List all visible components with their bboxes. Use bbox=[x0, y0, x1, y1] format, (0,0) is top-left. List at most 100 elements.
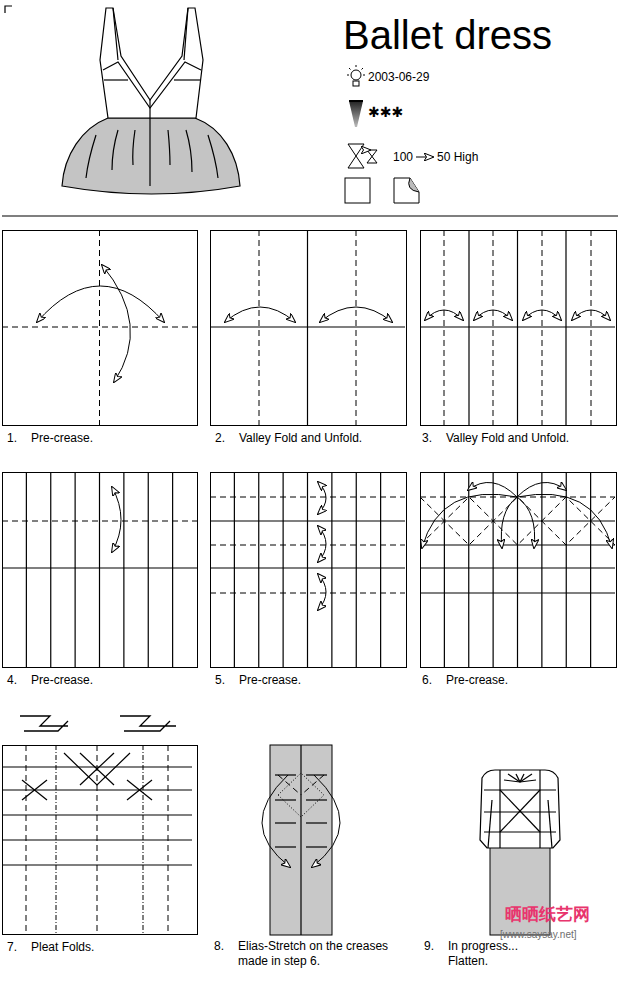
crease-line bbox=[258, 472, 259, 667]
crease-line bbox=[500, 790, 540, 832]
crease-line bbox=[444, 230, 445, 425]
fold-arrow bbox=[422, 494, 517, 548]
crease-line bbox=[123, 472, 124, 667]
step-text: Elias-Stretch on the creases made in ste… bbox=[238, 939, 416, 969]
crease-line bbox=[278, 775, 301, 795]
crease-line bbox=[493, 230, 494, 425]
step-caption: 5.Pre-crease. bbox=[211, 673, 409, 688]
step-panel: 8.Elias-Stretch on the creases made in s… bbox=[210, 745, 407, 935]
crease-line bbox=[22, 780, 47, 800]
step-panel: 3.Valley Fold and Unfold. bbox=[420, 230, 617, 426]
step-panel: 6.Pre-crease. bbox=[420, 472, 617, 668]
crease-line bbox=[210, 545, 405, 546]
crease-line bbox=[172, 472, 173, 667]
step-caption: 4.Pre-crease. bbox=[3, 673, 201, 688]
crease-group bbox=[420, 230, 615, 425]
crease-line bbox=[148, 472, 149, 667]
crease-group bbox=[210, 230, 405, 425]
fold-arrow bbox=[37, 286, 164, 322]
crease-line bbox=[210, 567, 405, 568]
crease-line bbox=[356, 230, 357, 425]
fold-arrow bbox=[112, 487, 121, 552]
step-text: Valley Fold and Unfold. bbox=[239, 431, 409, 446]
crease-line bbox=[331, 472, 332, 667]
crease-line bbox=[275, 846, 296, 847]
step-number: 1. bbox=[3, 431, 31, 446]
step-text: Pre-crease. bbox=[239, 673, 409, 688]
crease-line bbox=[420, 520, 615, 521]
step-caption: 1.Pre-crease. bbox=[3, 431, 201, 446]
step-number: 6. bbox=[418, 673, 446, 688]
step-caption: 8.Elias-Stretch on the creases made in s… bbox=[210, 939, 416, 969]
crease-line bbox=[75, 472, 76, 667]
step-number: 2. bbox=[211, 431, 239, 446]
crease-group bbox=[2, 745, 192, 935]
difficulty-stars: ✱✱✱ bbox=[368, 104, 403, 120]
crease-line bbox=[127, 780, 152, 800]
crease-line bbox=[484, 811, 556, 812]
crease-line bbox=[275, 799, 296, 800]
crease-line bbox=[516, 774, 520, 782]
crease-group bbox=[484, 770, 556, 848]
crease-line bbox=[283, 472, 284, 667]
step-number: 4. bbox=[3, 673, 31, 688]
fold-arrow bbox=[318, 482, 326, 514]
step-caption: 9.In progress... Flatten. bbox=[420, 939, 540, 969]
fold-arrow bbox=[425, 310, 463, 320]
crease-line bbox=[64, 753, 130, 785]
fold-arrow bbox=[517, 482, 566, 497]
step-text: Pre-crease. bbox=[31, 431, 201, 446]
fold-arrow bbox=[318, 526, 326, 562]
crease-line bbox=[499, 770, 500, 848]
crease-line bbox=[210, 326, 405, 327]
crease-line bbox=[22, 780, 47, 800]
crease-line bbox=[444, 472, 445, 667]
step-number: 3. bbox=[418, 431, 446, 446]
crease-group bbox=[2, 230, 197, 425]
crease-line bbox=[80, 753, 114, 785]
step-panel: 2.Valley Fold and Unfold. bbox=[210, 230, 407, 426]
fold-arrow bbox=[102, 265, 130, 382]
watermark: 晒晒纸艺网 bbox=[505, 903, 590, 926]
step-number: 5. bbox=[211, 673, 239, 688]
crease-line bbox=[5, 6, 12, 13]
step-number: 8. bbox=[210, 939, 238, 969]
crease-line bbox=[484, 789, 556, 790]
fold-arrow bbox=[572, 310, 610, 320]
step-text: Valley Fold and Unfold. bbox=[446, 431, 616, 446]
crease-line bbox=[420, 497, 615, 545]
crease-line bbox=[539, 770, 540, 848]
crease-line bbox=[493, 472, 494, 667]
crease-line bbox=[2, 215, 618, 216]
crease-line bbox=[210, 520, 405, 521]
crease-line bbox=[541, 472, 542, 667]
fold-arrow bbox=[262, 775, 290, 867]
fold-arrow bbox=[501, 497, 517, 548]
crease-line bbox=[50, 472, 51, 667]
crease-line bbox=[380, 472, 381, 667]
crease-group bbox=[420, 472, 615, 667]
crease-line bbox=[517, 472, 518, 667]
crease-line bbox=[500, 790, 540, 832]
crease-line bbox=[306, 822, 327, 823]
step-caption: 3.Valley Fold and Unfold. bbox=[418, 431, 616, 446]
crease-line bbox=[420, 544, 615, 545]
crease-group bbox=[262, 745, 340, 935]
step-text: Pre-crease. bbox=[31, 673, 201, 688]
step-text: Pleat Folds. bbox=[31, 940, 201, 955]
crease-line bbox=[259, 230, 260, 425]
crease-line bbox=[566, 472, 567, 667]
crease-line bbox=[168, 745, 169, 935]
crease-group bbox=[210, 472, 405, 667]
step-text: Pre-crease. bbox=[446, 673, 616, 688]
crease-line bbox=[420, 567, 615, 568]
crease-group bbox=[2, 472, 197, 667]
crease-line bbox=[307, 472, 308, 667]
step-panel: 5.Pre-crease. bbox=[210, 472, 407, 668]
crease-line bbox=[300, 745, 301, 935]
step-caption: 7.Pleat Folds. bbox=[3, 940, 201, 955]
step-panel: 7.Pleat Folds. bbox=[2, 745, 198, 935]
crease-line bbox=[99, 230, 100, 425]
step-number: 7. bbox=[3, 940, 31, 955]
